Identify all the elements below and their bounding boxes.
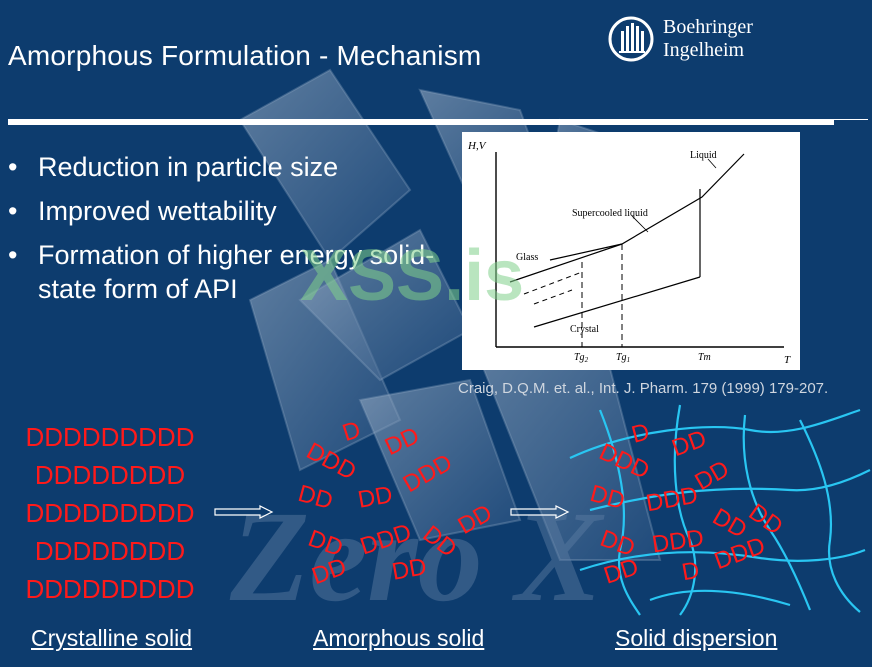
polymer-chains	[569, 404, 871, 616]
supercooled-leader	[631, 215, 649, 233]
phase-diagram: H,V T Liquid Supercooled liquid Glass	[467, 140, 791, 366]
crystal-label: Crystal	[570, 324, 599, 335]
title-divider	[8, 119, 834, 125]
glass-line	[509, 243, 623, 283]
glass-dashed-1	[523, 271, 583, 295]
bullet-item: Formation of higher energy solid-state f…	[8, 238, 448, 306]
crystal-row: DDDDDDDDD	[25, 498, 195, 528]
citation: Craig, D.Q.M. et. al., Int. J. Pharm. 17…	[458, 380, 829, 397]
liquid-leader	[707, 158, 717, 169]
amorphous-d-group: DD	[380, 421, 424, 462]
amorphous-d-group: DD	[308, 552, 351, 591]
logo-line-2: Ingelheim	[663, 39, 745, 61]
dispersion-caption: Solid dispersion	[615, 625, 778, 651]
crystalline-d-block: DDDDDDDDD DDDDDDDD DDDDDDDDD DDDDDDDD DD…	[20, 418, 200, 608]
bullet-item: Improved wettability	[8, 194, 448, 228]
amorphous-d-group: DDD	[356, 518, 415, 561]
amorphous-d-group: DD	[355, 481, 395, 514]
crystal-row: DDDDDDDDD	[25, 574, 195, 604]
crystal-row: DDDDDDDD	[34, 460, 186, 490]
x-axis-label: T	[784, 354, 791, 366]
slide-title: Amorphous Formulation - Mechanism	[8, 40, 482, 71]
amorphous-d-group: D	[339, 416, 364, 448]
arrow-right-icon	[214, 505, 274, 519]
title-divider-tail	[834, 119, 868, 120]
y-axis-label: H,V	[467, 140, 487, 152]
tg2-tick-label: Tg2	[574, 352, 589, 364]
tm-tick-label: Tm	[698, 352, 711, 363]
crystal-line	[533, 276, 701, 328]
glass-label: Glass	[516, 252, 538, 263]
building-emblem-icon	[608, 16, 654, 62]
bullet-item: Reduction in particle size	[8, 150, 448, 184]
liquid-label: Liquid	[690, 150, 717, 161]
amorphous-caption: Amorphous solid	[313, 625, 485, 651]
crystalline-caption: Crystalline solid	[31, 625, 193, 651]
amorphous-d-group: DD	[389, 553, 429, 586]
glass-dashed-2	[533, 289, 573, 305]
amorphous-d-group: DD	[453, 499, 497, 540]
liquid-line	[549, 153, 745, 261]
tg1-tick-label: Tg1	[616, 352, 630, 364]
arrow-right-icon	[510, 505, 570, 519]
phase-diagram-figure: H,V T Liquid Supercooled liquid Glass	[462, 132, 800, 370]
company-logo: Boehringer Ingelheim	[607, 15, 782, 65]
logo-line-1: Boehringer	[663, 16, 753, 38]
crystal-row: DDDDDDDD	[34, 536, 186, 566]
amorphous-d-group: DD	[295, 479, 336, 516]
bullet-list: Reduction in particle size Improved wett…	[8, 150, 448, 316]
amorphous-d-group: DDD	[398, 448, 458, 499]
supercooled-label: Supercooled liquid	[572, 208, 648, 219]
crystal-row: DDDDDDDDD	[25, 422, 195, 452]
